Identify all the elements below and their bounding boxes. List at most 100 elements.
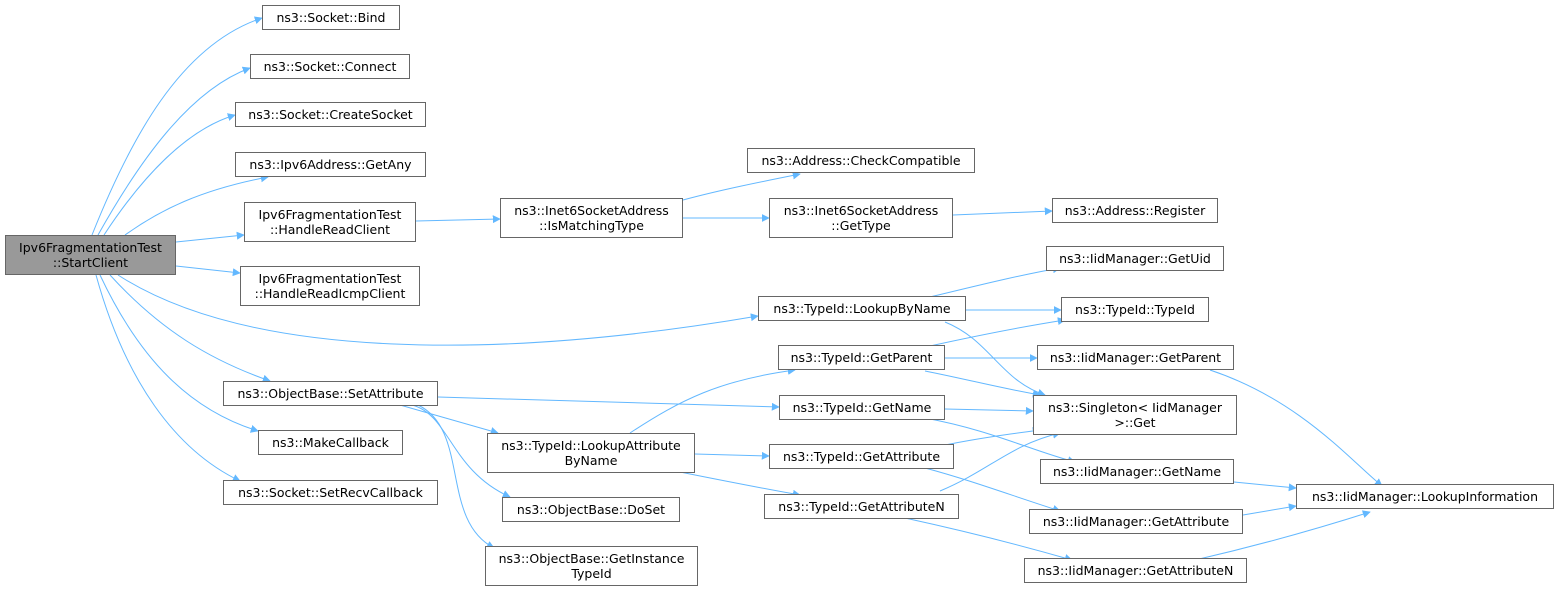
edge-lookupattr-getattribute [694,451,770,460]
node-label: ns3::Socket::Connect [263,59,397,74]
edge-getparent-typeid [929,317,1066,347]
edge-setattribute-getname [437,396,780,411]
node-label-line: ::GetType [831,218,891,233]
node-label-line: >::Get [1114,415,1156,430]
node-socket-setrecvcallback[interactable]: ns3::Socket::SetRecvCallback [223,480,438,505]
node-iidmanager-getattribute[interactable]: ns3::IidManager::GetAttribute [1029,509,1243,534]
node-label: ns3::TypeId::LookupByName [773,301,951,316]
edge-getattributen-iidgetattributen [904,517,1073,562]
node-iidmanager-getuid[interactable]: ns3::IidManager::GetUid [1046,246,1224,271]
edge-root-lookupbyname [117,274,759,346]
node-typeid-getparent[interactable]: ns3::TypeId::GetParent [778,345,945,370]
node-objectbase-getinstancetypeid[interactable]: ns3::ObjectBase::GetInstance TypeId [485,546,698,586]
node-label-line: ns3::Inet6SocketAddress [514,203,669,218]
edge-iidgetparent-lookupinfo [1209,369,1383,487]
edge-lookupattr-getparent [629,366,796,434]
node-typeid-getname[interactable]: ns3::TypeId::GetName [779,395,945,420]
node-makecallback[interactable]: ns3::MakeCallback [258,430,403,455]
node-label-line: ns3::ObjectBase::GetInstance [498,551,685,566]
node-label: ns3::ObjectBase::SetAttribute [237,386,424,401]
node-label-line: Ipv6FragmentationTest [19,240,162,255]
node-label: ns3::Socket::SetRecvCallback [238,485,423,500]
node-inet6-ismatchingtype[interactable]: ns3::Inet6SocketAddress ::IsMatchingType [500,198,683,238]
node-label-line: Ipv6FragmentationTest [258,271,402,286]
node-handlereadicmpclient[interactable]: Ipv6FragmentationTest ::HandleReadIcmpCl… [240,266,420,306]
node-iidmanager-getname[interactable]: ns3::IidManager::GetName [1040,459,1234,484]
node-iidmanager-getattributen[interactable]: ns3::IidManager::GetAttributeN [1024,558,1247,583]
edge-root-connect [97,66,251,236]
node-label: ns3::Ipv6Address::GetAny [249,157,412,172]
node-label-line: Ipv6FragmentationTest [258,207,402,222]
edge-root-handlereadclient [175,231,245,243]
node-objectbase-doset[interactable]: ns3::ObjectBase::DoSet [502,497,680,522]
edge-iidgetname-lookupinfo [1233,481,1297,492]
node-label: ns3::TypeId::GetParent [790,350,933,365]
node-typeid-lookupattributebyname[interactable]: ns3::TypeId::LookupAttribute ByName [487,433,695,473]
node-socket-bind[interactable]: ns3::Socket::Bind [262,5,400,30]
node-address-checkcompatible[interactable]: ns3::Address::CheckCompatible [747,148,975,173]
edge-root-bind [91,16,263,236]
node-label-line: ::StartClient [52,255,129,270]
node-label: ns3::IidManager::GetName [1052,464,1222,479]
node-iidmanager-lookupinformation[interactable]: ns3::IidManager::LookupInformation [1296,484,1554,509]
node-singleton-get[interactable]: ns3::Singleton< IidManager >::Get [1033,395,1237,435]
edge-gettype-register [952,207,1053,216]
node-label: ns3::TypeId::GetAttributeN [778,499,945,514]
node-ipv6address-getany[interactable]: ns3::Ipv6Address::GetAny [235,152,426,177]
node-label: ns3::IidManager::GetAttributeN [1037,563,1234,578]
node-label-line: ns3::Inet6SocketAddress [783,203,939,218]
node-label: ns3::ObjectBase::DoSet [516,502,666,517]
edge-getattribute-singleton [944,426,1041,446]
node-label-line: ByName [564,453,618,468]
edge-root-makecallback [99,274,259,433]
edge-getattributen-singleton [939,430,1061,492]
edge-setattribute-getinstancetypeid [417,404,495,549]
node-objectbase-setattribute[interactable]: ns3::ObjectBase::SetAttribute [223,381,438,406]
node-label-line: ns3::Singleton< IidManager [1047,400,1223,415]
node-label: ns3::Socket::Bind [276,10,386,25]
node-iidmanager-getparent[interactable]: ns3::IidManager::GetParent [1037,345,1234,370]
node-root-startclient: Ipv6FragmentationTest ::StartClient [5,235,176,275]
node-label: ns3::Address::CheckCompatible [761,153,961,168]
node-label: ns3::TypeId::TypeId [1075,302,1195,317]
node-socket-connect[interactable]: ns3::Socket::Connect [250,54,410,79]
node-label: ns3::IidManager::LookupInformation [1311,489,1538,504]
node-label: ns3::IidManager::GetParent [1049,350,1222,365]
node-typeid-lookupbyname[interactable]: ns3::TypeId::LookupByName [758,296,966,321]
edge-iidgetattributen-lookupinfo [1194,510,1371,561]
node-label: ns3::Socket::CreateSocket [248,107,413,122]
node-handlereadclient[interactable]: Ipv6FragmentationTest ::HandleReadClient [244,202,416,242]
node-address-register[interactable]: ns3::Address::Register [1052,198,1218,223]
node-label: ns3::TypeId::GetName [792,400,932,415]
node-label: ns3::Address::Register [1064,203,1206,218]
node-label-line: ::HandleReadIcmpClient [254,286,406,301]
edge-setattribute-doset [411,404,511,498]
edge-getparent-singleton [924,370,1041,398]
node-typeid-getattribute[interactable]: ns3::TypeId::GetAttribute [769,444,954,469]
node-label-line: ::HandleReadClient [269,222,391,237]
node-label: ns3::MakeCallback [272,435,389,450]
node-typeid-getattributen[interactable]: ns3::TypeId::GetAttributeN [764,494,959,519]
node-socket-createsocket[interactable]: ns3::Socket::CreateSocket [235,102,426,127]
edge-ismatchingtype-checkcompatible [682,171,801,201]
edge-root-setattribute [109,274,271,383]
node-inet6-gettype[interactable]: ns3::Inet6SocketAddress ::GetType [769,198,953,238]
node-label-line: ns3::TypeId::LookupAttribute [501,438,681,453]
edge-lookupbyname-singleton [944,321,1046,397]
node-label-line: ::IsMatchingType [539,218,644,233]
edge-root-getany [124,174,269,236]
edge-getattribute-iidgetattribute [924,467,1061,513]
edge-root-setrecvcallback [95,274,241,482]
edge-lookupbyname-getuid [929,265,1061,298]
node-label-line: TypeId [571,566,612,581]
node-label: ns3::IidManager::GetAttribute [1042,514,1230,529]
edge-root-createsocket [103,113,236,236]
edge-handlereadclient-ismatchingtype [415,215,501,224]
node-label: ns3::IidManager::GetUid [1059,251,1211,266]
edge-iidgetattribute-lookupinfo [1242,503,1297,516]
edge-root-handlereadicmp [175,265,241,277]
node-typeid-typeid[interactable]: ns3::TypeId::TypeId [1061,297,1209,322]
edge-getname-singleton [944,406,1034,415]
edge-setattribute-lookupattributebyname [399,404,499,435]
